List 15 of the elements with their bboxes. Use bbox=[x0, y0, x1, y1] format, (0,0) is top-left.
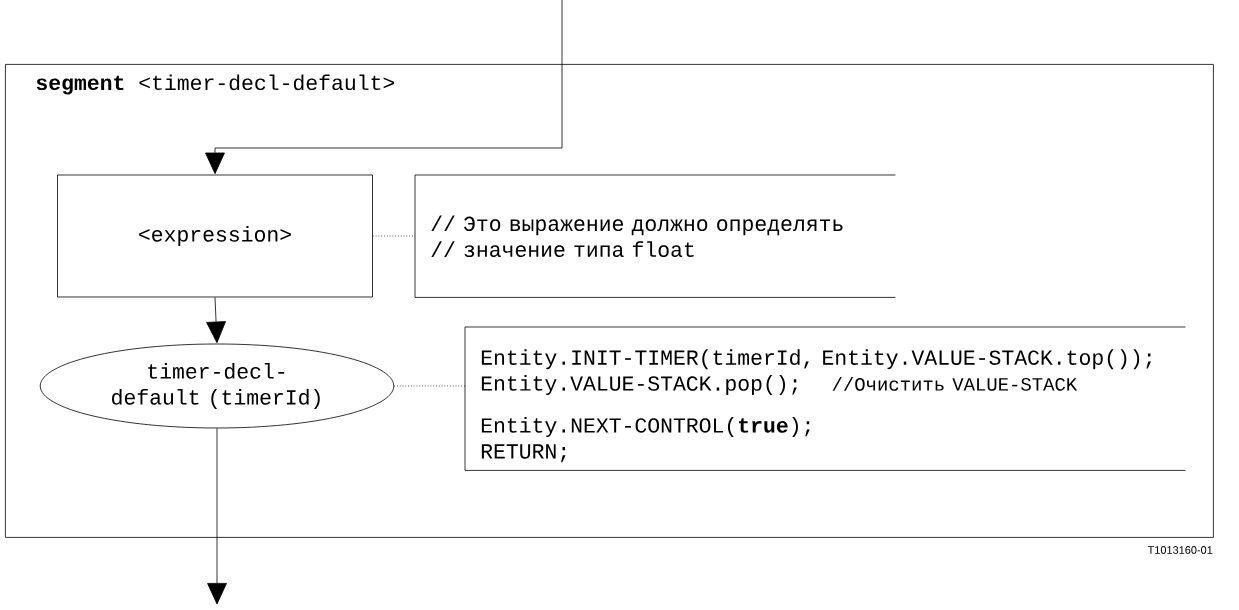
arrow bbox=[206, 297, 226, 344]
code-line: Entity.NEXT-CONTROL(true); bbox=[481, 417, 810, 437]
code-line: Entity.INIT-TIMER(timerId, Entity.VALUE-STACK.top()); bbox=[481, 349, 1151, 370]
code-comment: //Очистить VALUE-STACK bbox=[832, 376, 1078, 391]
arrow bbox=[205, 0, 563, 175]
segment-title: segment <timer-decl-default> bbox=[36, 74, 395, 95]
arrow bbox=[207, 428, 227, 605]
figure-number: T1013160-01 bbox=[1147, 546, 1213, 554]
dotted-connector bbox=[372, 235, 416, 237]
code-line: RETURN; bbox=[481, 444, 566, 463]
process-box: <expression> bbox=[57, 174, 373, 298]
segment-frame bbox=[5, 64, 1214, 538]
dotted-connector bbox=[393, 385, 466, 387]
code-line: Entity.VALUE-STACK.pop(); bbox=[481, 375, 797, 396]
comment-box: // Это выражение должно определять // значение типа float bbox=[414, 174, 896, 298]
